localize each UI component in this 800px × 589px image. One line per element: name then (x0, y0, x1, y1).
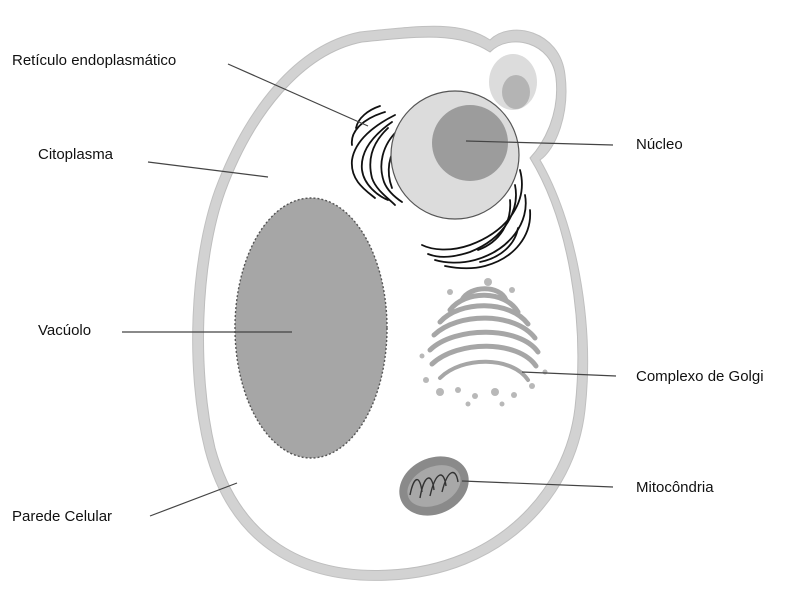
label-citoplasma: Citoplasma (38, 146, 113, 164)
label-complexo-de-golgi: Complexo de Golgi (636, 368, 764, 386)
nucleus (391, 91, 519, 219)
label-reticulo-endoplasmatico: Retículo endoplasmático (12, 52, 176, 70)
leader-parede (150, 483, 237, 516)
label-parede-celular: Parede Celular (12, 508, 112, 526)
bud (489, 54, 537, 110)
label-vacuolo: Vacúolo (38, 322, 91, 340)
vacuole (235, 198, 387, 458)
label-nucleo: Núcleo (636, 136, 683, 154)
nucleolus (432, 105, 508, 181)
label-mitocondria: Mitocôndria (636, 479, 714, 497)
bud-inner (502, 75, 530, 109)
